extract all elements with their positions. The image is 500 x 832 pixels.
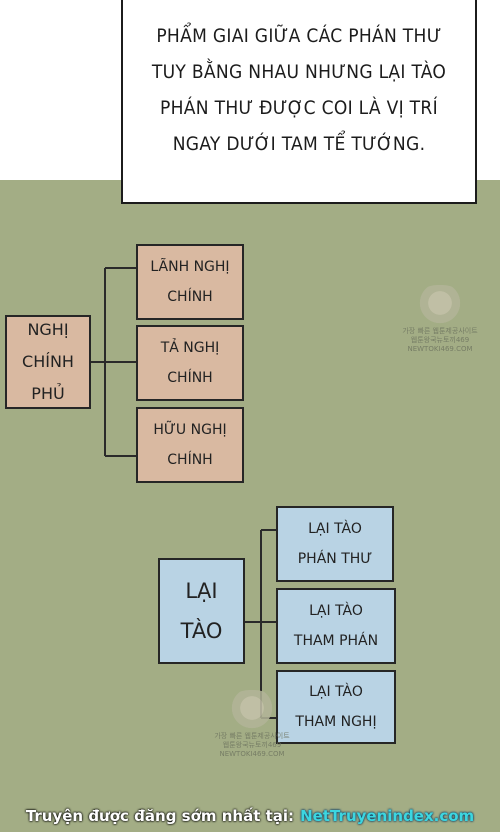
node-label: HỮU NGHỊ (153, 422, 227, 438)
node-label: PHỦ (31, 384, 65, 403)
watermark-line: 웹툰왕국뉴토끼469 (410, 336, 470, 344)
node-lanh-nghi-chinh: LÃNH NGHỊ CHÍNH (136, 244, 244, 320)
narration-line: PHẨM GIAI GIỮA CÁC PHÁN THƯ (156, 25, 442, 47)
narration-line: PHÁN THƯ ĐƯỢC COI LÀ VỊ TRÍ (160, 97, 438, 119)
node-label: THAM NGHỊ (295, 714, 377, 730)
narration-line: TUY BẰNG NHAU NHƯNG LẠI TÀO (151, 61, 447, 83)
node-label: NGHỊ (27, 320, 69, 339)
footer-site-link[interactable]: NetTruyenindex.com (300, 807, 475, 825)
node-lai-tao-phan-thu: LẠI TÀO PHÁN THƯ (276, 506, 394, 582)
narration-text: PHẨM GIAI GIỮA CÁC PHÁN THƯ TUY BẰNG NHA… (121, 18, 477, 162)
watermark-mascot-icon (227, 690, 277, 730)
node-huu-nghi-chinh: HỮU NGHỊ CHÍNH (136, 407, 244, 483)
narration-line: NGAY DƯỚI TAM TỂ TƯỚNG. (172, 133, 426, 155)
node-label: LẠI TÀO (309, 603, 363, 619)
node-label: TẢ NGHỊ (160, 340, 220, 356)
node-label: CHÍNH (167, 370, 213, 386)
footer-credit: Truyện được đăng sớm nhất tại: NetTruyen… (0, 800, 500, 832)
node-lai-tao: LẠI TÀO (158, 558, 245, 664)
node-label: CHÍNH (22, 352, 74, 371)
node-label: CHÍNH (167, 452, 213, 468)
node-label: THAM PHÁN (293, 633, 379, 649)
watermark-line: 가장 빠른 웹툰제공사이트 (214, 732, 290, 740)
node-label: LẠI TÀO (308, 521, 362, 537)
watermark-line: NEWTOKI469.COM (219, 750, 285, 758)
node-label: LẠI (185, 579, 218, 603)
watermark-line: NEWTOKI469.COM (407, 345, 473, 353)
node-nghi-chinh-phu: NGHỊ CHÍNH PHỦ (5, 315, 91, 409)
node-lai-tao-tham-nghi: LẠI TÀO THAM NGHỊ (276, 670, 396, 744)
node-ta-nghi-chinh: TẢ NGHỊ CHÍNH (136, 325, 244, 401)
node-label: TÀO (180, 619, 223, 643)
watermark-line: 웹툰왕국뉴토끼469 (222, 741, 282, 749)
footer-lead-text: Truyện được đăng sớm nhất tại: (25, 807, 295, 825)
node-label: LÃNH NGHỊ (150, 259, 230, 275)
watermark-mascot-icon (415, 285, 465, 325)
node-label: PHÁN THƯ (297, 551, 373, 567)
narration-box (121, 0, 477, 204)
watermark: 가장 빠른 웹툰제공사이트 웹툰왕국뉴토끼469 NEWTOKI469.COM (197, 690, 307, 759)
node-label: CHÍNH (167, 289, 213, 305)
watermark-line: 가장 빠른 웹툰제공사이트 (402, 327, 478, 335)
node-lai-tao-tham-phan: LẠI TÀO THAM PHÁN (276, 588, 396, 664)
watermark: 가장 빠른 웹툰제공사이트 웹툰왕국뉴토끼469 NEWTOKI469.COM (385, 285, 495, 354)
node-label: LẠI TÀO (309, 684, 363, 700)
